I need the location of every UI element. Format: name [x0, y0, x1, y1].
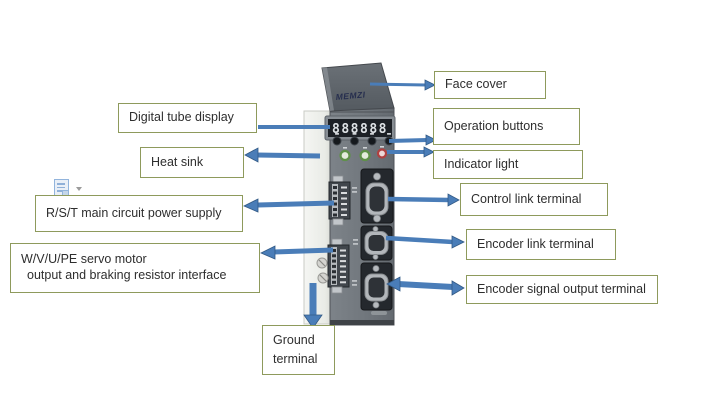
ground-arrow [303, 283, 323, 329]
display-digits: 888888 [332, 122, 388, 137]
operation-buttons-arrow [388, 134, 437, 146]
connector-labels [352, 187, 358, 286]
control-link-arrow [387, 193, 460, 207]
connector-screw [372, 254, 379, 260]
panel-bottom-strip [330, 320, 394, 325]
callout-label: R/S/T main circuit power supply [46, 205, 222, 220]
button-label-mark [387, 133, 391, 135]
callout-label: Encoder link terminal [477, 236, 594, 251]
heat-sink-body [303, 110, 333, 325]
face-cover-highlight [322, 67, 334, 111]
rst-arrow [243, 198, 335, 213]
dsub-socket [368, 235, 385, 251]
callout-operation-buttons: Operation buttons [433, 108, 580, 145]
brand-logo: MEMZI [335, 89, 366, 102]
led-label-mark [343, 147, 347, 149]
callout-encoder-link-terminal: Encoder link terminal [466, 229, 616, 260]
button-label-mark [370, 133, 374, 135]
callout-label: Operation buttons [444, 118, 544, 133]
callout-label: Indicator light [444, 156, 519, 171]
rst-terminal-block[interactable] [328, 175, 351, 226]
callout-wvupe-output: W/V/U/PE servo motor output and braking … [10, 243, 260, 293]
led-label-mark [380, 146, 384, 148]
servo-drive-unit: MEMZI 888888 [303, 62, 396, 326]
connector-screw [372, 265, 380, 272]
ground-screws[interactable] [316, 257, 329, 284]
operation-buttons-row[interactable] [332, 133, 394, 146]
encoder-link-connector[interactable] [360, 225, 393, 261]
callout-rst-power: R/S/T main circuit power supply [35, 195, 243, 232]
dsub-socket [368, 277, 385, 298]
heat-sink-arrow [244, 147, 321, 163]
callout-encoder-signal-output: Encoder signal output terminal [466, 275, 658, 304]
indicator-light-arrow [387, 146, 435, 158]
green-led [339, 149, 351, 162]
connector-screw [373, 214, 381, 223]
led-label-mark [363, 147, 367, 149]
callout-label: Face cover [445, 77, 507, 92]
callout-ground-terminal: Ground terminal [262, 325, 335, 375]
control-link-connector[interactable] [360, 168, 394, 224]
callout-label-line1: W/V/U/PE servo motor [21, 252, 147, 267]
terminal-strip [332, 184, 338, 217]
paste-icon-line [57, 183, 65, 185]
callout-label: Heat sink [151, 154, 204, 169]
face-cover-arrow [369, 79, 436, 91]
callout-label-line2: output and braking resistor interface [27, 268, 227, 282]
callout-digital-tube-display: Digital tube display [118, 103, 257, 133]
callout-label: Encoder signal output terminal [477, 281, 646, 296]
green-led [359, 149, 371, 162]
button-label-mark [352, 133, 357, 135]
encoder-link-arrow [385, 235, 465, 249]
callout-label-line1: Ground [273, 333, 315, 348]
push-button[interactable] [332, 136, 342, 146]
display-screen [328, 119, 392, 137]
chevron-down-icon[interactable] [76, 187, 82, 191]
terminal-tab [331, 286, 343, 294]
wvupe-terminal-block[interactable] [327, 238, 350, 294]
callout-control-link-terminal: Control link terminal [460, 183, 608, 216]
paste-icon-line [57, 190, 63, 192]
callout-arrows [243, 79, 465, 329]
wvupe-arrow [260, 245, 334, 260]
encoder-signal-output-connector[interactable] [360, 262, 393, 311]
callout-label: Control link terminal [471, 191, 582, 206]
push-button[interactable] [367, 136, 377, 146]
button-label-mark [335, 133, 339, 135]
panel-bottom-mark [371, 311, 387, 315]
encoder-signal-arrow [386, 276, 465, 296]
indicator-lights [339, 146, 388, 162]
connector-screw [372, 226, 379, 232]
red-led [376, 148, 388, 159]
callout-label: Digital tube display [129, 110, 234, 125]
terminal-tab [332, 218, 344, 226]
callout-face-cover: Face cover [434, 71, 546, 99]
callout-label-line2: terminal [273, 352, 318, 366]
callout-heat-sink: Heat sink [140, 147, 244, 178]
push-button[interactable] [350, 136, 359, 146]
paste-icon-line [57, 186, 65, 188]
connector-screw [372, 301, 380, 309]
callout-indicator-light: Indicator light [433, 150, 583, 179]
dsub-socket [369, 186, 385, 212]
connector-screw [373, 172, 381, 181]
